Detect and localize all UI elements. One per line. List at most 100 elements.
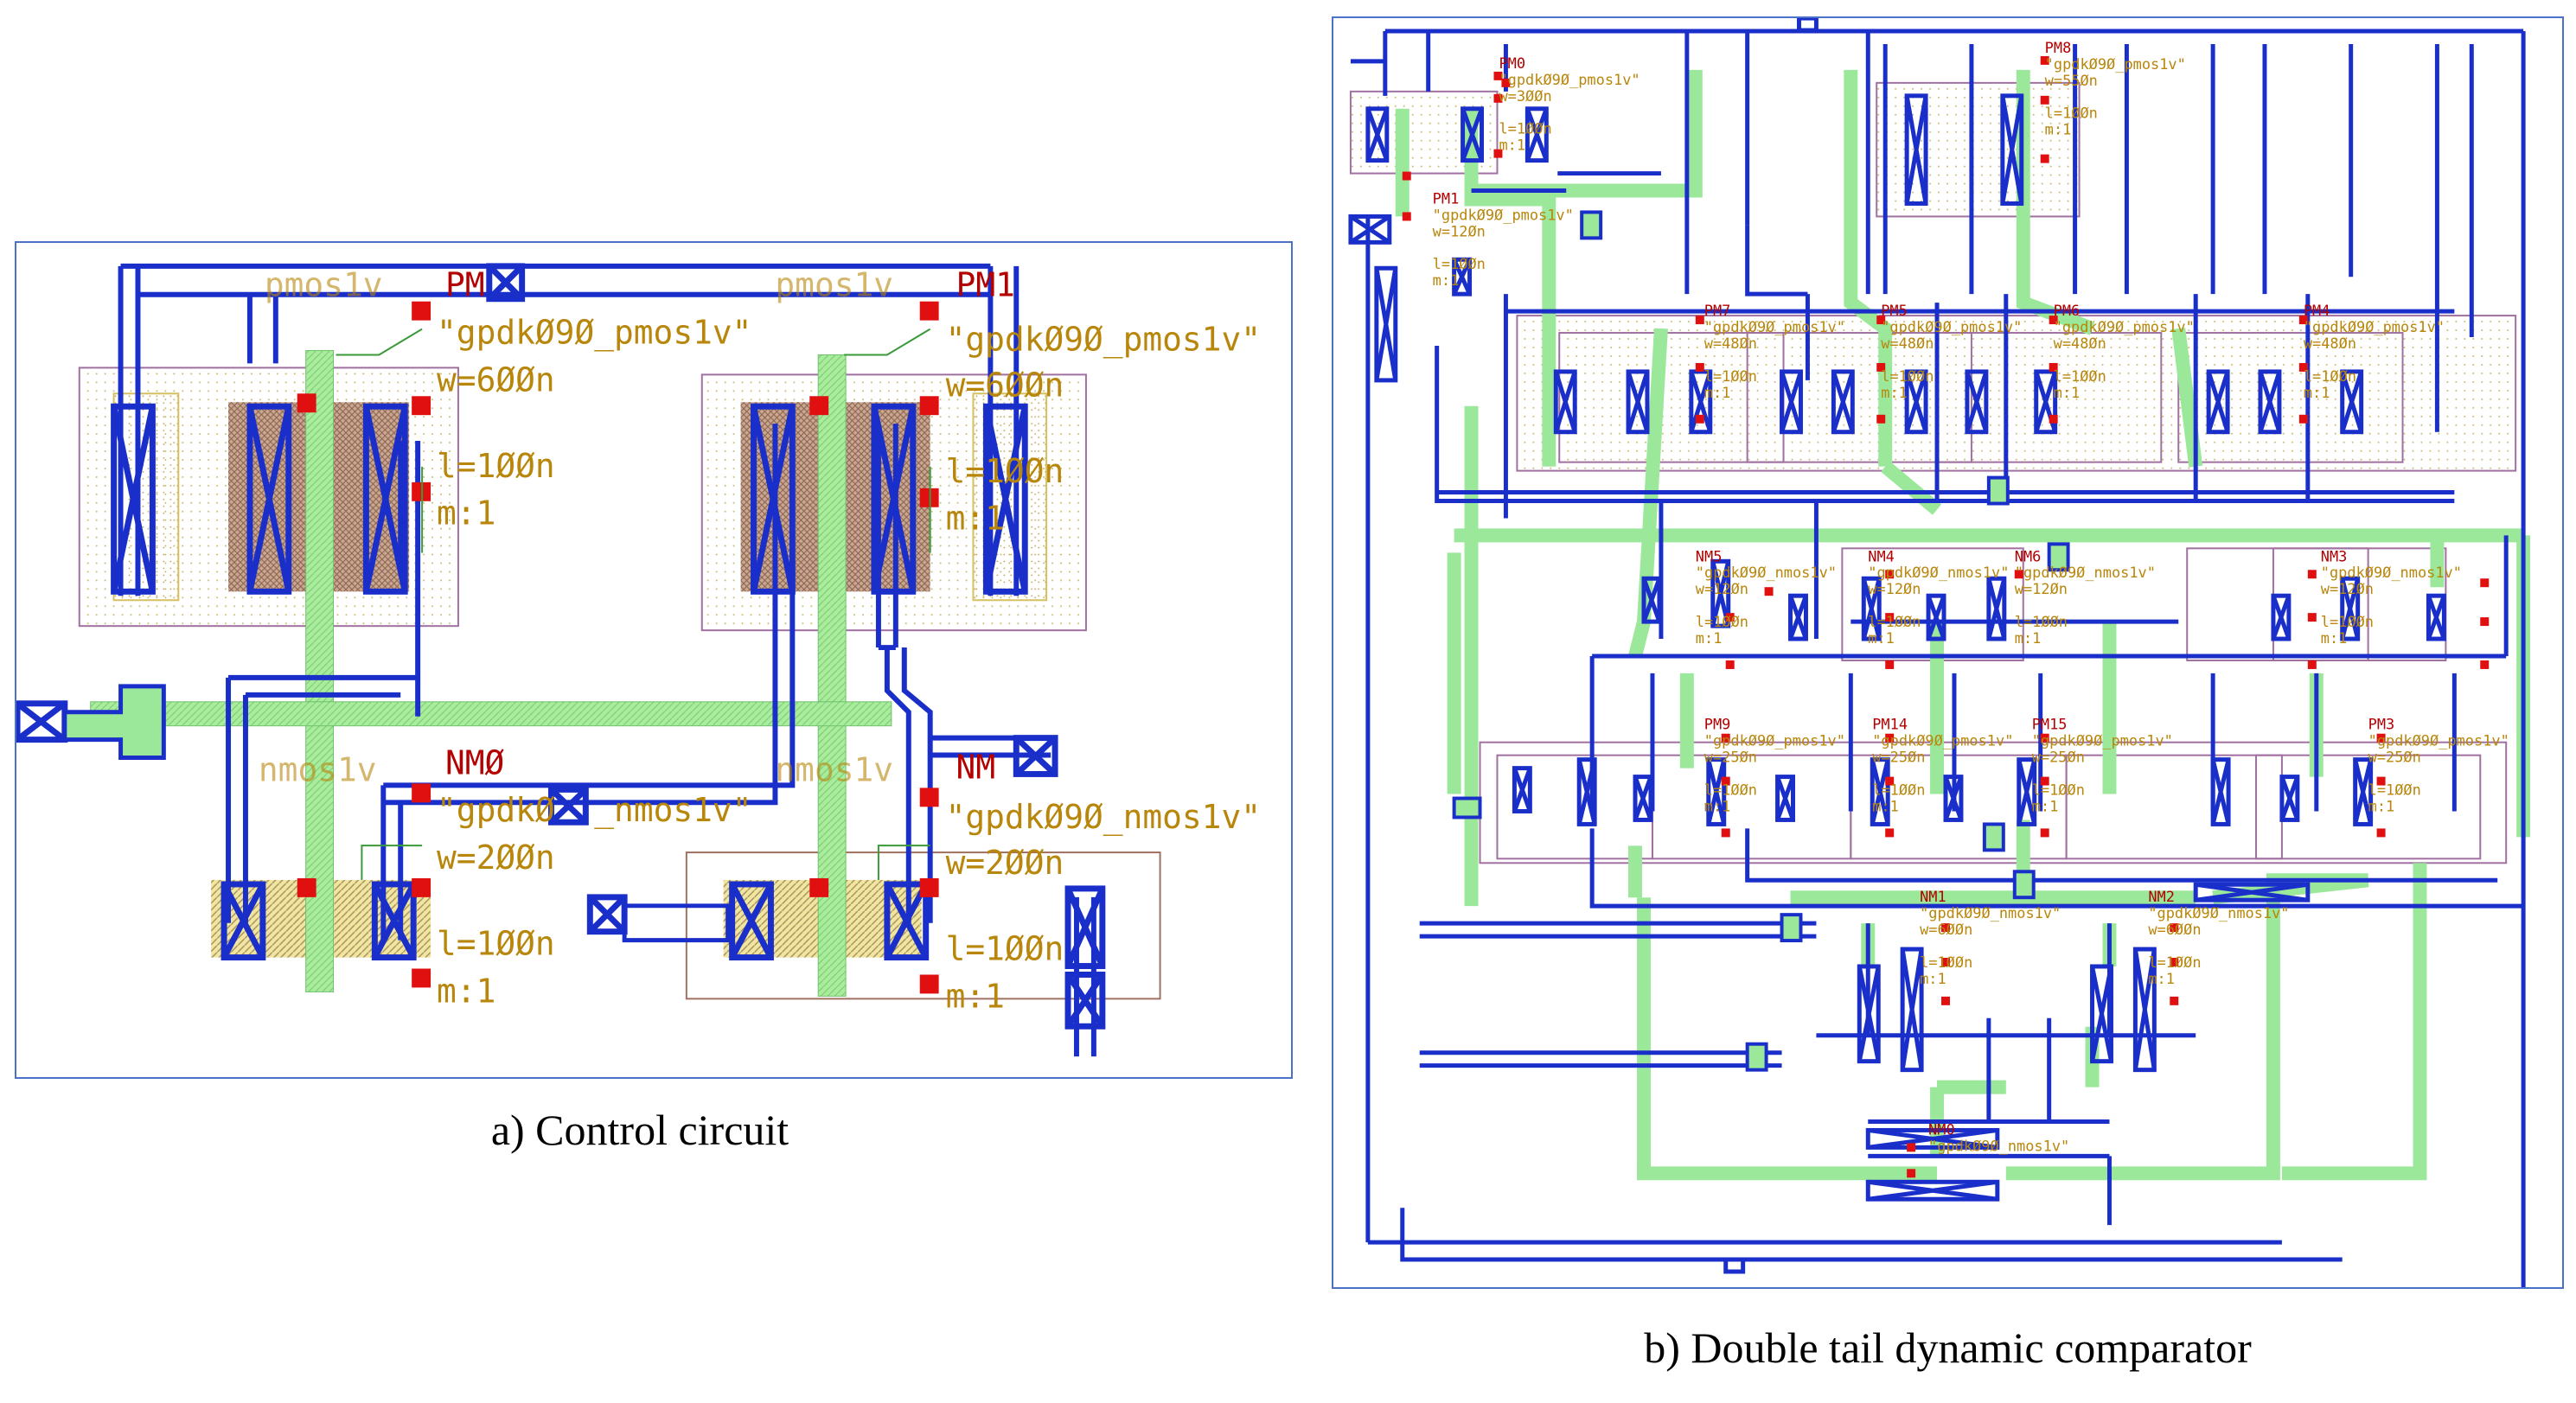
device-pm9-m: m:1 xyxy=(1704,797,1731,814)
label-pm1: PM1 xyxy=(956,266,1015,304)
device-nm2-w: w=6ØØn xyxy=(2148,921,2201,938)
device-nm3-m: m:1 xyxy=(2321,629,2348,647)
device-pm5-model: "gpdkØ9Ø_pmos1v" xyxy=(1881,318,2022,335)
device-nm3-l: l=1ØØn xyxy=(2321,613,2374,630)
device-pm5-name: PM5 xyxy=(1881,302,1908,319)
label-nmos-tag: nmos1v xyxy=(259,750,377,788)
label-nm0: NMØ xyxy=(445,743,505,781)
device-pm6-model: "gpdkØ9Ø_pmos1v" xyxy=(2054,318,2195,335)
device-labels: PM0"gpdkØ9Ø_pmos1v"w=3ØØnl=1ØØnm:1PM8"gp… xyxy=(1433,39,2509,1154)
device-nm4-m: m:1 xyxy=(1868,629,1895,647)
label-nm1: NM xyxy=(956,748,996,786)
device-nm2-model: "gpdkØ9Ø_nmos1v" xyxy=(2148,904,2289,922)
device-pm14-name: PM14 xyxy=(1872,716,1908,733)
device-pm14-m: m:1 xyxy=(1872,797,1899,814)
device-nm1-w: w=6ØØn xyxy=(1920,921,1972,938)
device-pm8-l: l=1ØØn xyxy=(2045,105,2098,122)
device-nm4-name: NM4 xyxy=(1868,547,1895,564)
device-pm3-w: w=25Øn xyxy=(2368,749,2421,766)
device-pm7-m: m:1 xyxy=(1704,384,1731,401)
device-pm9-l: l=1ØØn xyxy=(1704,781,1757,799)
device-pm8-w: w=55Øn xyxy=(2045,72,2098,89)
device-pm1-w: w=12Øn xyxy=(1433,222,1486,239)
device-pm3-model: "gpdkØ9Ø_pmos1v" xyxy=(2368,732,2509,749)
device-pm6-name: PM6 xyxy=(2054,302,2081,319)
label-pm1-model: "gpdkØ9Ø_pmos1v" xyxy=(946,320,1261,359)
contact-squares xyxy=(297,301,939,994)
device-pm14-w: w=25Øn xyxy=(1872,749,1925,766)
device-nm5-w: w=12Øn xyxy=(1696,580,1748,597)
label-nm1-l: l=1ØØn xyxy=(946,930,1064,968)
device-nm6-name: NM6 xyxy=(2015,547,2042,564)
label-nm0-model-tail: _nmos1v" xyxy=(594,791,751,830)
comparator-layout: PM0"gpdkØ9Ø_pmos1v"w=3ØØnl=1ØØnm:1PM8"gp… xyxy=(1348,18,2531,1287)
device-nm1-model: "gpdkØ9Ø_nmos1v" xyxy=(1920,904,2061,922)
device-pm5-m: m:1 xyxy=(1881,384,1908,401)
label-pm0-w: w=6ØØn xyxy=(437,360,555,399)
device-pm6-w: w=48Øn xyxy=(2054,335,2106,352)
device-pm1-name: PM1 xyxy=(1433,189,1460,207)
caption-control-circuit: a) Control circuit xyxy=(490,1106,789,1154)
device-nm4-w: w=12Øn xyxy=(1868,580,1921,597)
device-pm8-model: "gpdkØ9Ø_pmos1v" xyxy=(2045,55,2186,73)
device-pm4-l: l=1ØØn xyxy=(2304,367,2356,385)
metal1-routes xyxy=(1350,29,2526,1287)
device-pm7-name: PM7 xyxy=(1704,302,1731,319)
label-pm0: PM xyxy=(445,266,485,304)
poly-gate-right xyxy=(817,354,847,997)
label-pm0-model: "gpdkØ9Ø_pmos1v" xyxy=(437,314,751,353)
device-pm5-w: w=48Øn xyxy=(1881,335,1934,352)
device-nm3-model: "gpdkØ9Ø_nmos1v" xyxy=(2321,564,2462,581)
label-pm0-l: l=1ØØn xyxy=(437,447,555,485)
device-pm14-model: "gpdkØ9Ø_pmos1v" xyxy=(1872,732,2013,749)
contact-squares-b xyxy=(1402,55,2490,1178)
device-pm9-w: w=25Øn xyxy=(1704,749,1757,766)
device-pm14-l: l=1ØØn xyxy=(1872,781,1925,799)
label-nmos-tag2: nmos1v xyxy=(775,750,893,788)
device-pm0-model: "gpdkØ9Ø_pmos1v" xyxy=(1499,71,1640,88)
label-pmos-tag2: pmos1v xyxy=(775,266,893,304)
label-pm0-m: m:1 xyxy=(437,494,495,533)
control-circuit-layout: PM PM1 pmos1v pmos1v "gpdkØ9Ø_pmos1v" "g… xyxy=(16,263,1261,1057)
device-pm5-l: l=1ØØn xyxy=(1881,367,1934,385)
device-nm6-m: m:1 xyxy=(2015,629,2042,647)
label-nm1-m: m:1 xyxy=(946,977,1005,1015)
label-nm1-model: "gpdkØ9Ø_nmos1v" xyxy=(946,798,1261,837)
nmos-well-right xyxy=(685,851,1161,1000)
device-pm4-m: m:1 xyxy=(2304,384,2330,401)
device-pm6-m: m:1 xyxy=(2054,384,2081,401)
device-nm2-l: l=1ØØn xyxy=(2148,953,2201,971)
pin-blocks xyxy=(1452,210,2070,1072)
device-pm0-w: w=3ØØn xyxy=(1499,87,1551,105)
device-pm15-m: m:1 xyxy=(2032,797,2059,814)
input-pin-nm xyxy=(622,903,731,943)
device-nm1-l: l=1ØØn xyxy=(1920,953,1972,971)
label-nm0-l: l=1ØØn xyxy=(437,925,555,963)
device-nm5-l: l=1ØØn xyxy=(1696,613,1748,630)
device-pm3-l: l=1ØØn xyxy=(2368,781,2421,799)
device-pm3-m: m:1 xyxy=(2368,797,2395,814)
device-pm0-m: m:1 xyxy=(1499,137,1525,154)
device-nm1-m: m:1 xyxy=(1920,970,1946,987)
poly-bus xyxy=(90,701,892,727)
label-pmos-tag: pmos1v xyxy=(265,266,383,304)
device-pm6-l: l=1ØØn xyxy=(2054,367,2106,385)
device-pm4-name: PM4 xyxy=(2304,302,2330,319)
label-nm0-w: w=2ØØn xyxy=(437,839,555,877)
device-pm8-name: PM8 xyxy=(2045,39,2072,56)
input-pin-left xyxy=(62,684,166,761)
device-nm2-m: m:1 xyxy=(2148,970,2175,987)
device-nm5-name: NM5 xyxy=(1696,547,1723,564)
label-pm1-m: m:1 xyxy=(946,500,1005,538)
device-pm4-w: w=48Øn xyxy=(2304,335,2356,352)
device-nm5-model: "gpdkØ9Ø_nmos1v" xyxy=(1696,564,1837,581)
device-pm7-w: w=48Øn xyxy=(1704,335,1757,352)
caption-double-tail-comparator: b) Double tail dynamic comparator xyxy=(1644,1323,2252,1372)
device-nm5-m: m:1 xyxy=(1696,629,1723,647)
device-pm8-m: m:1 xyxy=(2045,121,2072,138)
device-pm1-m: m:1 xyxy=(1433,271,1460,289)
device-nm6-w: w=12Øn xyxy=(2015,580,2068,597)
control-circuit-panel: PM PM1 pmos1v pmos1v "gpdkØ9Ø_pmos1v" "g… xyxy=(15,241,1293,1079)
label-nm0-m: m:1 xyxy=(437,972,495,1010)
